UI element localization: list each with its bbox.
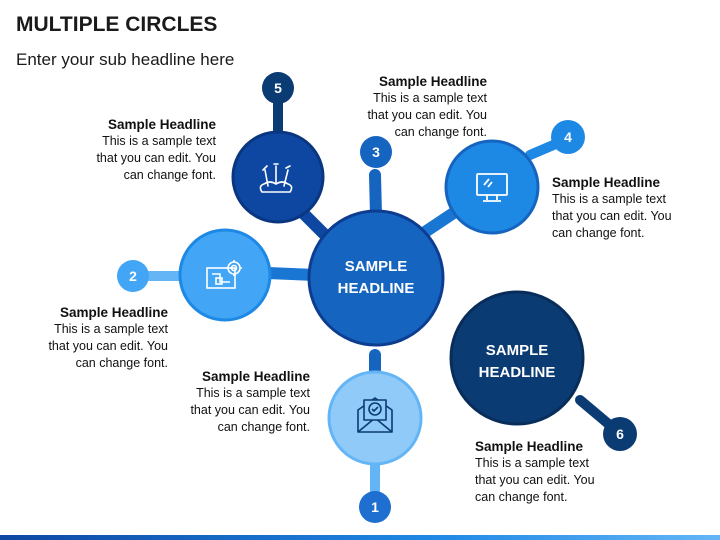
text-block-4-line2: that you can edit. You [552, 209, 672, 223]
standalone-circle [449, 290, 585, 426]
text-block-5-line2: that you can edit. You [96, 151, 216, 165]
text-block-6-head: Sample Headline [475, 439, 584, 454]
standalone-label-line1: SAMPLE [485, 342, 549, 359]
text-block-4-line3: can change font. [552, 226, 645, 240]
text-block-2: Sample Headline This is a sample text th… [12, 304, 168, 372]
page-subtitle: Enter your sub headline here [16, 50, 235, 69]
badge-4-label: 4 [564, 129, 572, 145]
text-block-5-head: Sample Headline [107, 117, 216, 132]
text-block-4-head: Sample Headline [552, 175, 661, 190]
badge-2-label: 2 [129, 268, 137, 284]
connector-3 [369, 169, 382, 221]
standalone-circle-label: SAMPLE HEADLINE [457, 340, 577, 384]
text-block-1: Sample Headline This is a sample text th… [154, 368, 310, 436]
badge-6-circle [603, 417, 637, 451]
text-block-2-head: Sample Headline [59, 305, 168, 320]
text-block-2-line2: that you can edit. You [48, 339, 168, 353]
text-block-2-line1: This is a sample text [54, 322, 168, 336]
badge-6-label: 6 [616, 426, 624, 442]
badge-1-circle [359, 491, 391, 523]
text-block-3-head: Sample Headline [378, 74, 487, 89]
text-block-6-line2: that you can edit. You [475, 473, 595, 487]
center-circle [307, 209, 445, 347]
text-block-1-head: Sample Headline [201, 369, 310, 384]
badge-5-label: 5 [274, 80, 282, 96]
page-title: MULTIPLE CIRCLES [16, 13, 218, 36]
text-block-1-line2: that you can edit. You [190, 403, 310, 417]
badge-1-label: 1 [371, 499, 379, 515]
art-supplies-icon [259, 163, 293, 193]
text-block-1-line3: can change font. [217, 420, 310, 434]
text-block-4: Sample Headline This is a sample text th… [552, 174, 712, 242]
text-block-4-line1: This is a sample text [552, 192, 666, 206]
text-block-1-line1: This is a sample text [196, 386, 310, 400]
text-block-5: Sample Headline This is a sample text th… [60, 116, 216, 184]
text-block-3-line1: This is a sample text [373, 91, 487, 105]
center-circle-label: SAMPLE HEADLINE [316, 256, 436, 300]
text-block-5-line3: can change font. [123, 168, 216, 182]
text-block-3-line2: that you can edit. You [367, 108, 487, 122]
text-block-3: Sample Headline This is a sample text th… [330, 73, 487, 141]
envelope-award-icon [357, 397, 393, 433]
bottom-accent-bar [0, 535, 720, 540]
monitor-icon [476, 173, 508, 202]
circle-4 [444, 139, 540, 235]
circle-5 [231, 130, 325, 224]
badge-3-circle [360, 136, 392, 168]
center-label-line2: HEADLINE [337, 280, 415, 297]
badge-3-label: 3 [372, 144, 380, 160]
badge-group [117, 72, 637, 523]
connector-2 [262, 267, 321, 281]
text-block-6-line1: This is a sample text [475, 456, 589, 470]
standalone-label-line2: HEADLINE [478, 364, 556, 381]
circle-2 [178, 228, 272, 322]
text-block-5-line1: This is a sample text [102, 134, 216, 148]
badge-4-circle [551, 120, 585, 154]
text-block-3-line3: can change font. [394, 125, 487, 139]
text-block-6-line3: can change font. [475, 490, 568, 504]
center-label-line1: SAMPLE [344, 258, 408, 275]
blueprint-gear-icon [206, 260, 242, 289]
badge-2-circle [117, 260, 149, 292]
connector-4 [419, 206, 461, 238]
badge-5-circle [262, 72, 294, 104]
text-block-2-line3: can change font. [75, 356, 168, 370]
text-block-6: Sample Headline This is a sample text th… [475, 438, 635, 506]
